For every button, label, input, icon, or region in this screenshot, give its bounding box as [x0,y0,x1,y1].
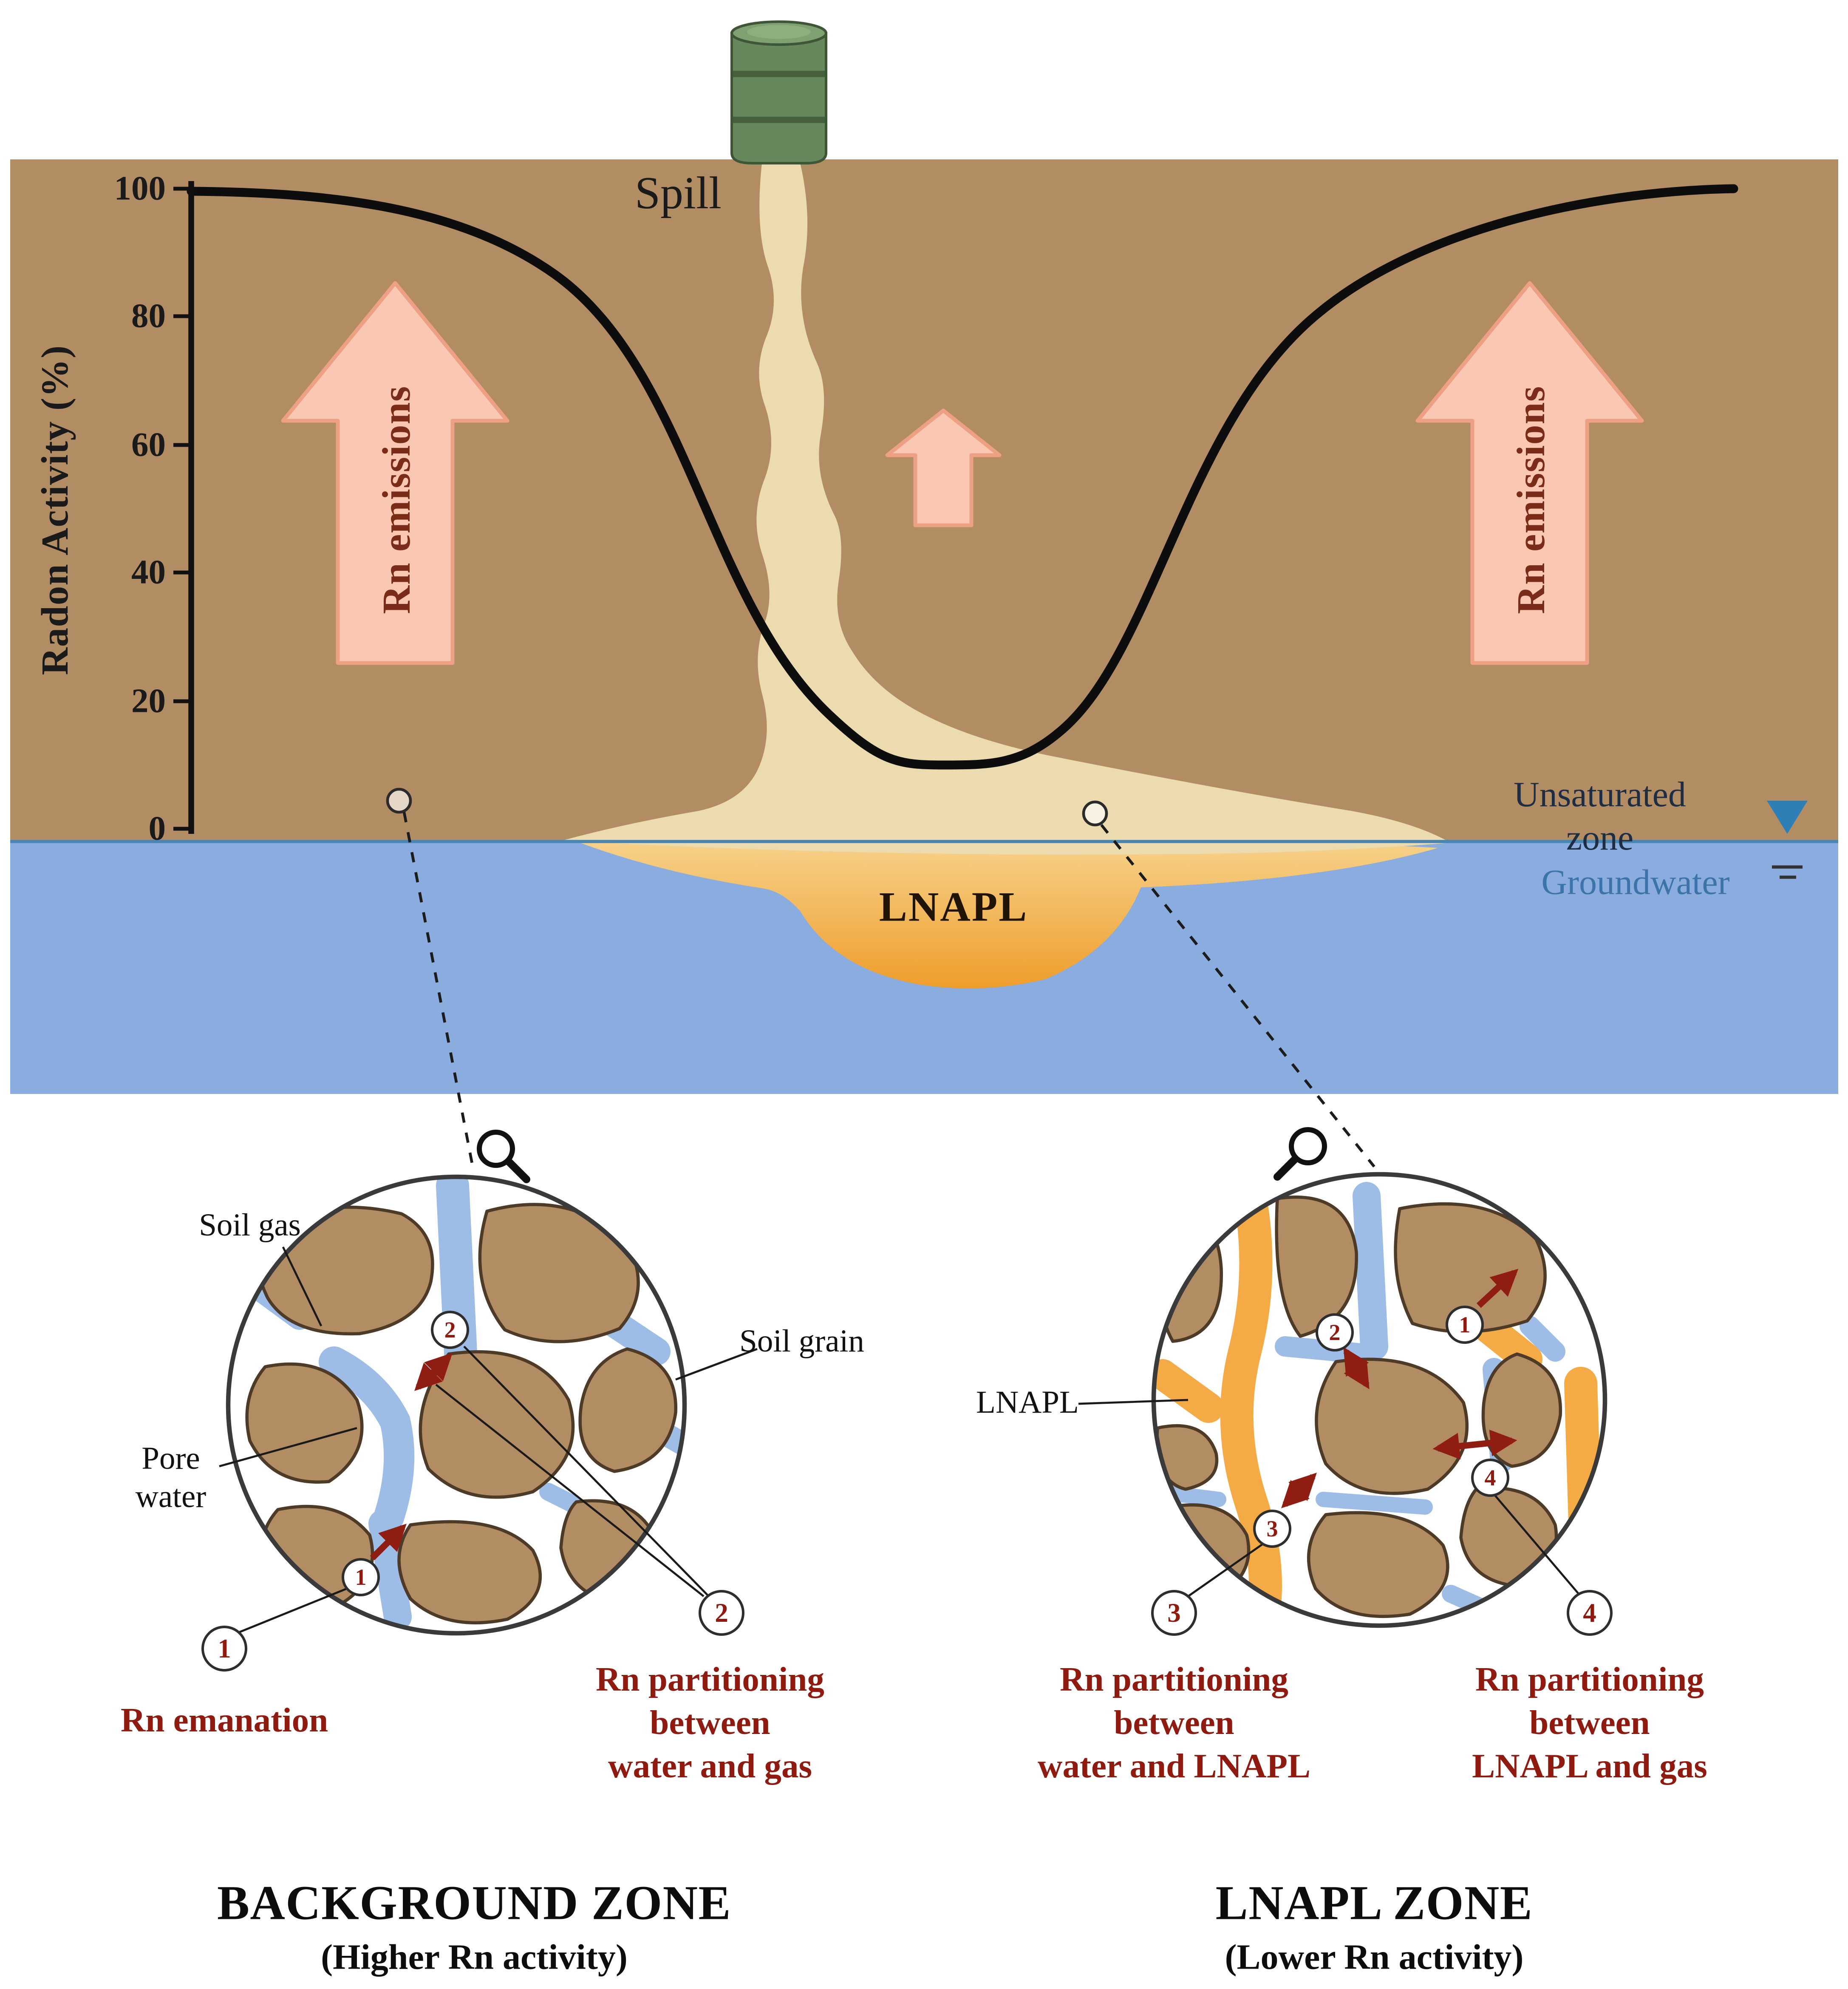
sample-point-lnapl [1082,800,1108,827]
lnapl-zone-subtitle: (Lower Rn activity) [1225,1938,1524,1978]
y-tick-100: 100 [114,169,166,207]
rn-process-arrows-left [370,1353,453,1561]
caption-partition-water-gas: Rn partitioning between water and gas [596,1660,824,1785]
lnapl-lens [580,831,1438,989]
marker-3-inner-right: 3 [1253,1510,1291,1548]
marker-1-inner-left: 1 [342,1558,380,1596]
background-zone-title: BACKGROUND ZONE [217,1877,732,1931]
unsaturated-zone-label: Unsaturated zone [1514,776,1686,858]
y-tick-20: 20 [131,681,166,720]
marker-4-inner-right: 4 [1471,1459,1509,1497]
rn-process-arrows-right [1281,1269,1519,1508]
water-table-symbol [1767,801,1808,879]
y-axis-title: Radon Activity (%) [34,345,76,675]
marker-2-inner-right: 2 [1316,1313,1354,1352]
soil-grains-left [245,1203,678,1624]
marker-3-outer: 3 [1151,1590,1197,1636]
background-zone-subtitle: (Higher Rn activity) [321,1938,628,1978]
groundwater-label: Groundwater [1541,863,1730,903]
y-tick-0: 0 [148,809,166,847]
pore-water-label: Pore water [135,1442,207,1515]
marker-2-outer: 2 [699,1590,744,1636]
caption-partition-water-lnapl: Rn partitioning between water and LNAPL [1037,1660,1311,1785]
rn-arrow-right [1415,281,1644,665]
spill-label: Spill [634,167,722,219]
leader-lines [219,1246,1582,1633]
lnapl-pore-label: LNAPL [976,1386,1079,1420]
rn-emissions-label-right: Rn emissions [1508,385,1554,614]
y-axis [173,181,194,834]
barrel-icon [730,20,827,164]
rn-emissions-label-left: Rn emissions [374,385,419,614]
soil-gas-label: Soil gas [199,1209,301,1243]
caption-partition-lnapl-gas: Rn partitioning between LNAPL and gas [1472,1660,1707,1785]
caption-rn-emanation: Rn emanation [120,1701,328,1739]
marker-1-inner-right: 1 [1446,1306,1484,1344]
sample-point-background [386,788,412,814]
magnifier-icon-right [1274,1127,1327,1181]
y-tick-80: 80 [131,296,166,335]
rn-emissions-arrows [281,281,1644,665]
rn-arrow-center-small [885,408,1002,527]
lnapl-zone-title: LNAPL ZONE [1215,1877,1533,1931]
y-tick-60: 60 [131,425,166,464]
marker-2-inner-left: 2 [431,1311,469,1349]
magnifier-icon-left [477,1130,530,1183]
soil-grain-label: Soil grain [739,1325,864,1359]
sample-points [386,788,1375,1168]
spill-plume [563,159,1451,855]
zoom-circle-right-outline [1151,1172,1607,1628]
y-tick-40: 40 [131,552,166,591]
lnapl-lens-label: LNAPL [879,885,1028,931]
marker-1-outer: 1 [201,1626,247,1672]
radon-activity-curve [187,184,1738,770]
marker-4-outer: 4 [1567,1590,1613,1636]
zoom-circle-left-content [229,1177,685,1631]
zoom-circle-left-outline [226,1174,687,1636]
rn-arrow-left [281,281,509,665]
